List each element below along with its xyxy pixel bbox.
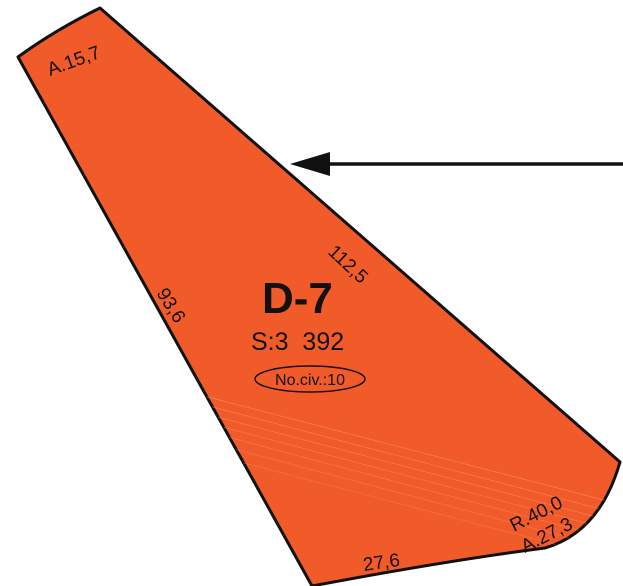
parcel-area: S:3 392: [251, 328, 344, 356]
parcel-id: D-7: [262, 274, 333, 323]
parcel-hatch: [199, 394, 620, 563]
parcel-polygon[interactable]: [16, 6, 622, 586]
bottom-side-label: 27,6: [362, 550, 402, 576]
civic-number: No.civ.:10: [275, 372, 345, 389]
arrow-left-icon: [290, 152, 623, 176]
civic-number-badge: No.civ.:10: [254, 365, 366, 393]
